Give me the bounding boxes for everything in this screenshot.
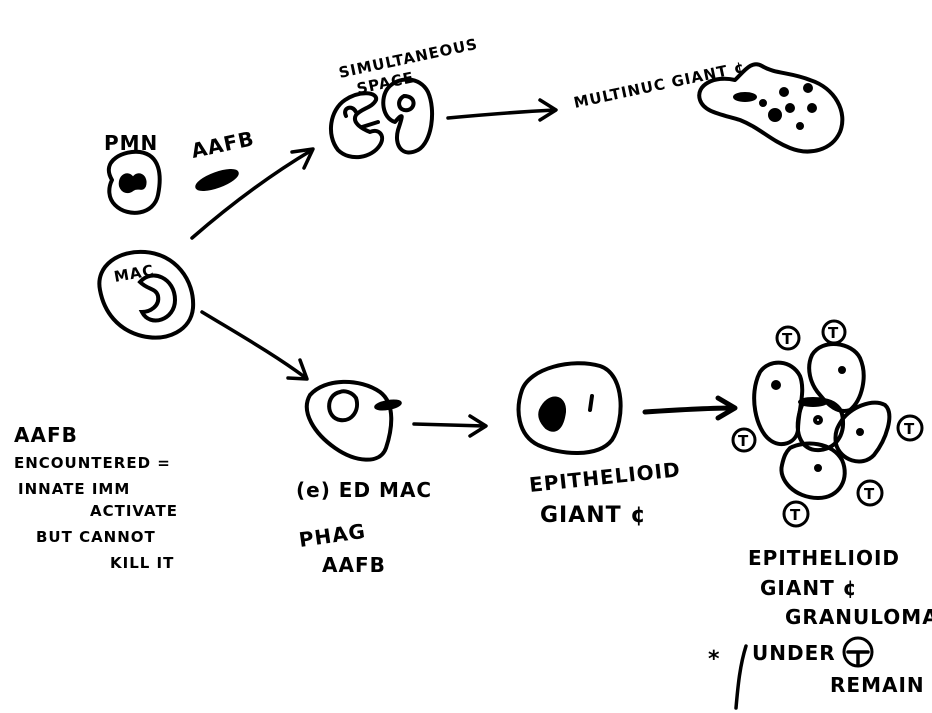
granuloma-label-1: EPITHELIOID [748, 546, 900, 570]
granuloma-label-2: GIANT ¢ [760, 576, 858, 600]
svg-text:T: T [904, 420, 915, 438]
arrow-to-granuloma [642, 395, 738, 421]
svg-text:T: T [864, 485, 875, 503]
aafb-note-line-5: BUT CANNOT [36, 528, 156, 546]
aafb-note-line-3: INNATE IMM [18, 480, 130, 498]
mac-label: MAC [113, 261, 156, 286]
pmn-cell [106, 149, 162, 215]
ed-mac-label-2: PHAG [297, 519, 367, 552]
arrow-mac-to-ed-mac [200, 310, 309, 381]
granuloma-label-3: GRANULOMA [785, 605, 932, 629]
svg-text:T: T [782, 330, 793, 348]
aafb-top-label: AAFB [189, 126, 256, 163]
epithelioid-label-1: EPITHELIOID [528, 457, 682, 497]
star-symbol: * [708, 647, 721, 672]
remain-label: REMAIN [830, 673, 925, 697]
svg-text:T: T [828, 324, 839, 342]
t-cell: T [775, 325, 801, 351]
aafb-note-line-4: ACTIVATE [90, 502, 178, 520]
aafb-note-line-6: KILL IT [110, 554, 174, 572]
arrow-to-epithelioid [412, 414, 488, 438]
epithelioid-giant-cell [516, 361, 623, 455]
pmn-label: PMN [104, 131, 158, 155]
aafb-note-line-2: ENCOUNTERED = [14, 454, 171, 472]
svg-text:T: T [790, 506, 801, 524]
ed-mac-label-3: AAFB [322, 553, 386, 577]
t-cell: T [856, 479, 884, 507]
bracket-stroke [734, 644, 748, 710]
t-cell: T [896, 414, 924, 442]
arrow-to-multinuc [446, 98, 558, 122]
t-cell: T [782, 500, 810, 528]
t-cell: T [731, 427, 757, 453]
t-cell: T [821, 319, 847, 345]
t-cell-under [842, 636, 874, 668]
granuloma: T T T T T T [731, 319, 924, 528]
macrophage-cell [97, 249, 196, 340]
simultaneous-cells [328, 77, 435, 160]
svg-text:T: T [738, 432, 749, 450]
aafb-note-line-1: AAFB [14, 423, 78, 447]
aafb-rod [195, 169, 239, 191]
ed-mac-cell [304, 379, 402, 462]
ed-mac-label-1: (e) ED MAC [296, 478, 432, 502]
arrow-mac-to-simultaneous [190, 147, 315, 240]
multinuc-giant-cell [697, 62, 845, 154]
epithelioid-label-2: GIANT ¢ [540, 503, 647, 528]
multinuc-label: MULTINUC GIANT ¢ [572, 58, 747, 112]
under-label: UNDER [752, 641, 836, 665]
